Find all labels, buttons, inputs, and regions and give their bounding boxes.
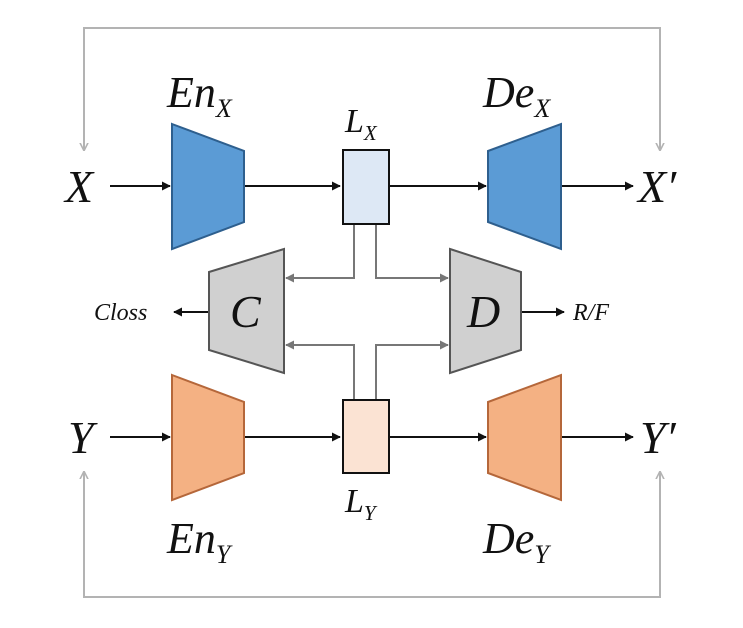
encoder-x-block: [171, 122, 245, 251]
discriminator-block: [449, 247, 522, 375]
output-x-label: X′: [636, 161, 677, 212]
latent-x-label-main: L: [344, 103, 364, 140]
latent-y-label: LY: [344, 483, 378, 525]
encoder-x-label-main: En: [166, 68, 216, 117]
latent-y-label-main: L: [344, 483, 364, 520]
latent-x-to-classifier-connector: [285, 224, 355, 283]
top-loop-connector: [83, 27, 661, 148]
latent-y-to-classifier-connector: [285, 340, 355, 400]
decoder-x-label-main: De: [482, 68, 534, 117]
latent-x-label: LX: [344, 103, 378, 145]
encoder-y-block: [171, 373, 245, 502]
decoder-x-block: [487, 122, 562, 251]
encoder-x-label-sub: X: [215, 94, 233, 123]
input-y-label: Y: [68, 412, 98, 463]
latent-x-box: [342, 149, 390, 225]
classifier-block: [208, 247, 285, 375]
latent-y-box: [342, 399, 390, 474]
latent-y-label-sub: Y: [364, 501, 378, 525]
decoder-x-label: DeX: [482, 68, 551, 123]
input-x-label: X: [63, 161, 95, 212]
decoder-y-label: DeY: [482, 514, 551, 569]
decoder-x-label-sub: X: [533, 94, 551, 123]
decoder-y-block: [487, 373, 562, 502]
discriminator-output-label: R/F: [572, 300, 609, 326]
decoder-y-label-main: De: [482, 514, 534, 563]
classifier-label: C: [230, 286, 262, 337]
latent-x-to-discriminator-connector: [375, 224, 449, 283]
bottom-loop-connector: [83, 478, 661, 598]
encoder-y-label-sub: Y: [216, 540, 233, 569]
encoder-x-label: EnX: [166, 68, 233, 123]
latent-y-to-discriminator-connector: [375, 340, 449, 400]
discriminator-label: D: [466, 286, 500, 337]
classifier-output-label: Closs: [94, 300, 147, 326]
output-y-label: Y′: [640, 412, 677, 463]
encoder-y-label-main: En: [166, 514, 216, 563]
decoder-y-label-sub: Y: [534, 540, 551, 569]
latent-x-label-sub: X: [363, 121, 378, 145]
encoder-y-label: EnY: [166, 514, 233, 569]
